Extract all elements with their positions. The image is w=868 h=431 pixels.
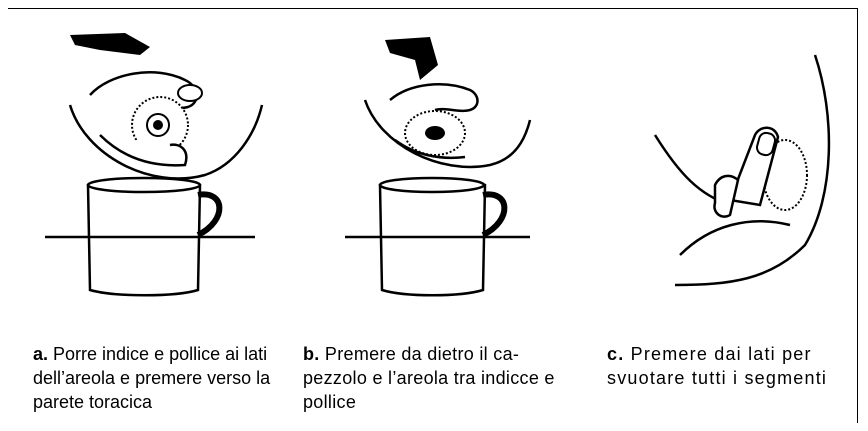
caption-a-letter: a.	[33, 344, 49, 364]
caption-a: a. Porre indice e pollice ai lati dell’a…	[33, 342, 288, 414]
illustration-a	[30, 25, 270, 315]
caption-b-text: Premere da dietro il ca-pezzolo e l’areo…	[303, 344, 555, 412]
caption-c-text: Premere dai lati per svuotare tutti i se…	[607, 344, 828, 388]
caption-c-letter: c.	[607, 344, 625, 364]
illustration-b	[320, 25, 560, 315]
figure-frame	[8, 8, 858, 423]
illustration-c	[620, 25, 860, 315]
caption-a-text: Porre indice e pollice ai lati dell’areo…	[33, 344, 271, 412]
caption-c: c. Premere dai lati per svuotare tutti i…	[607, 342, 862, 390]
caption-b: b. Premere da dietro il ca-pezzolo e l’a…	[303, 342, 573, 414]
caption-b-letter: b.	[303, 344, 320, 364]
